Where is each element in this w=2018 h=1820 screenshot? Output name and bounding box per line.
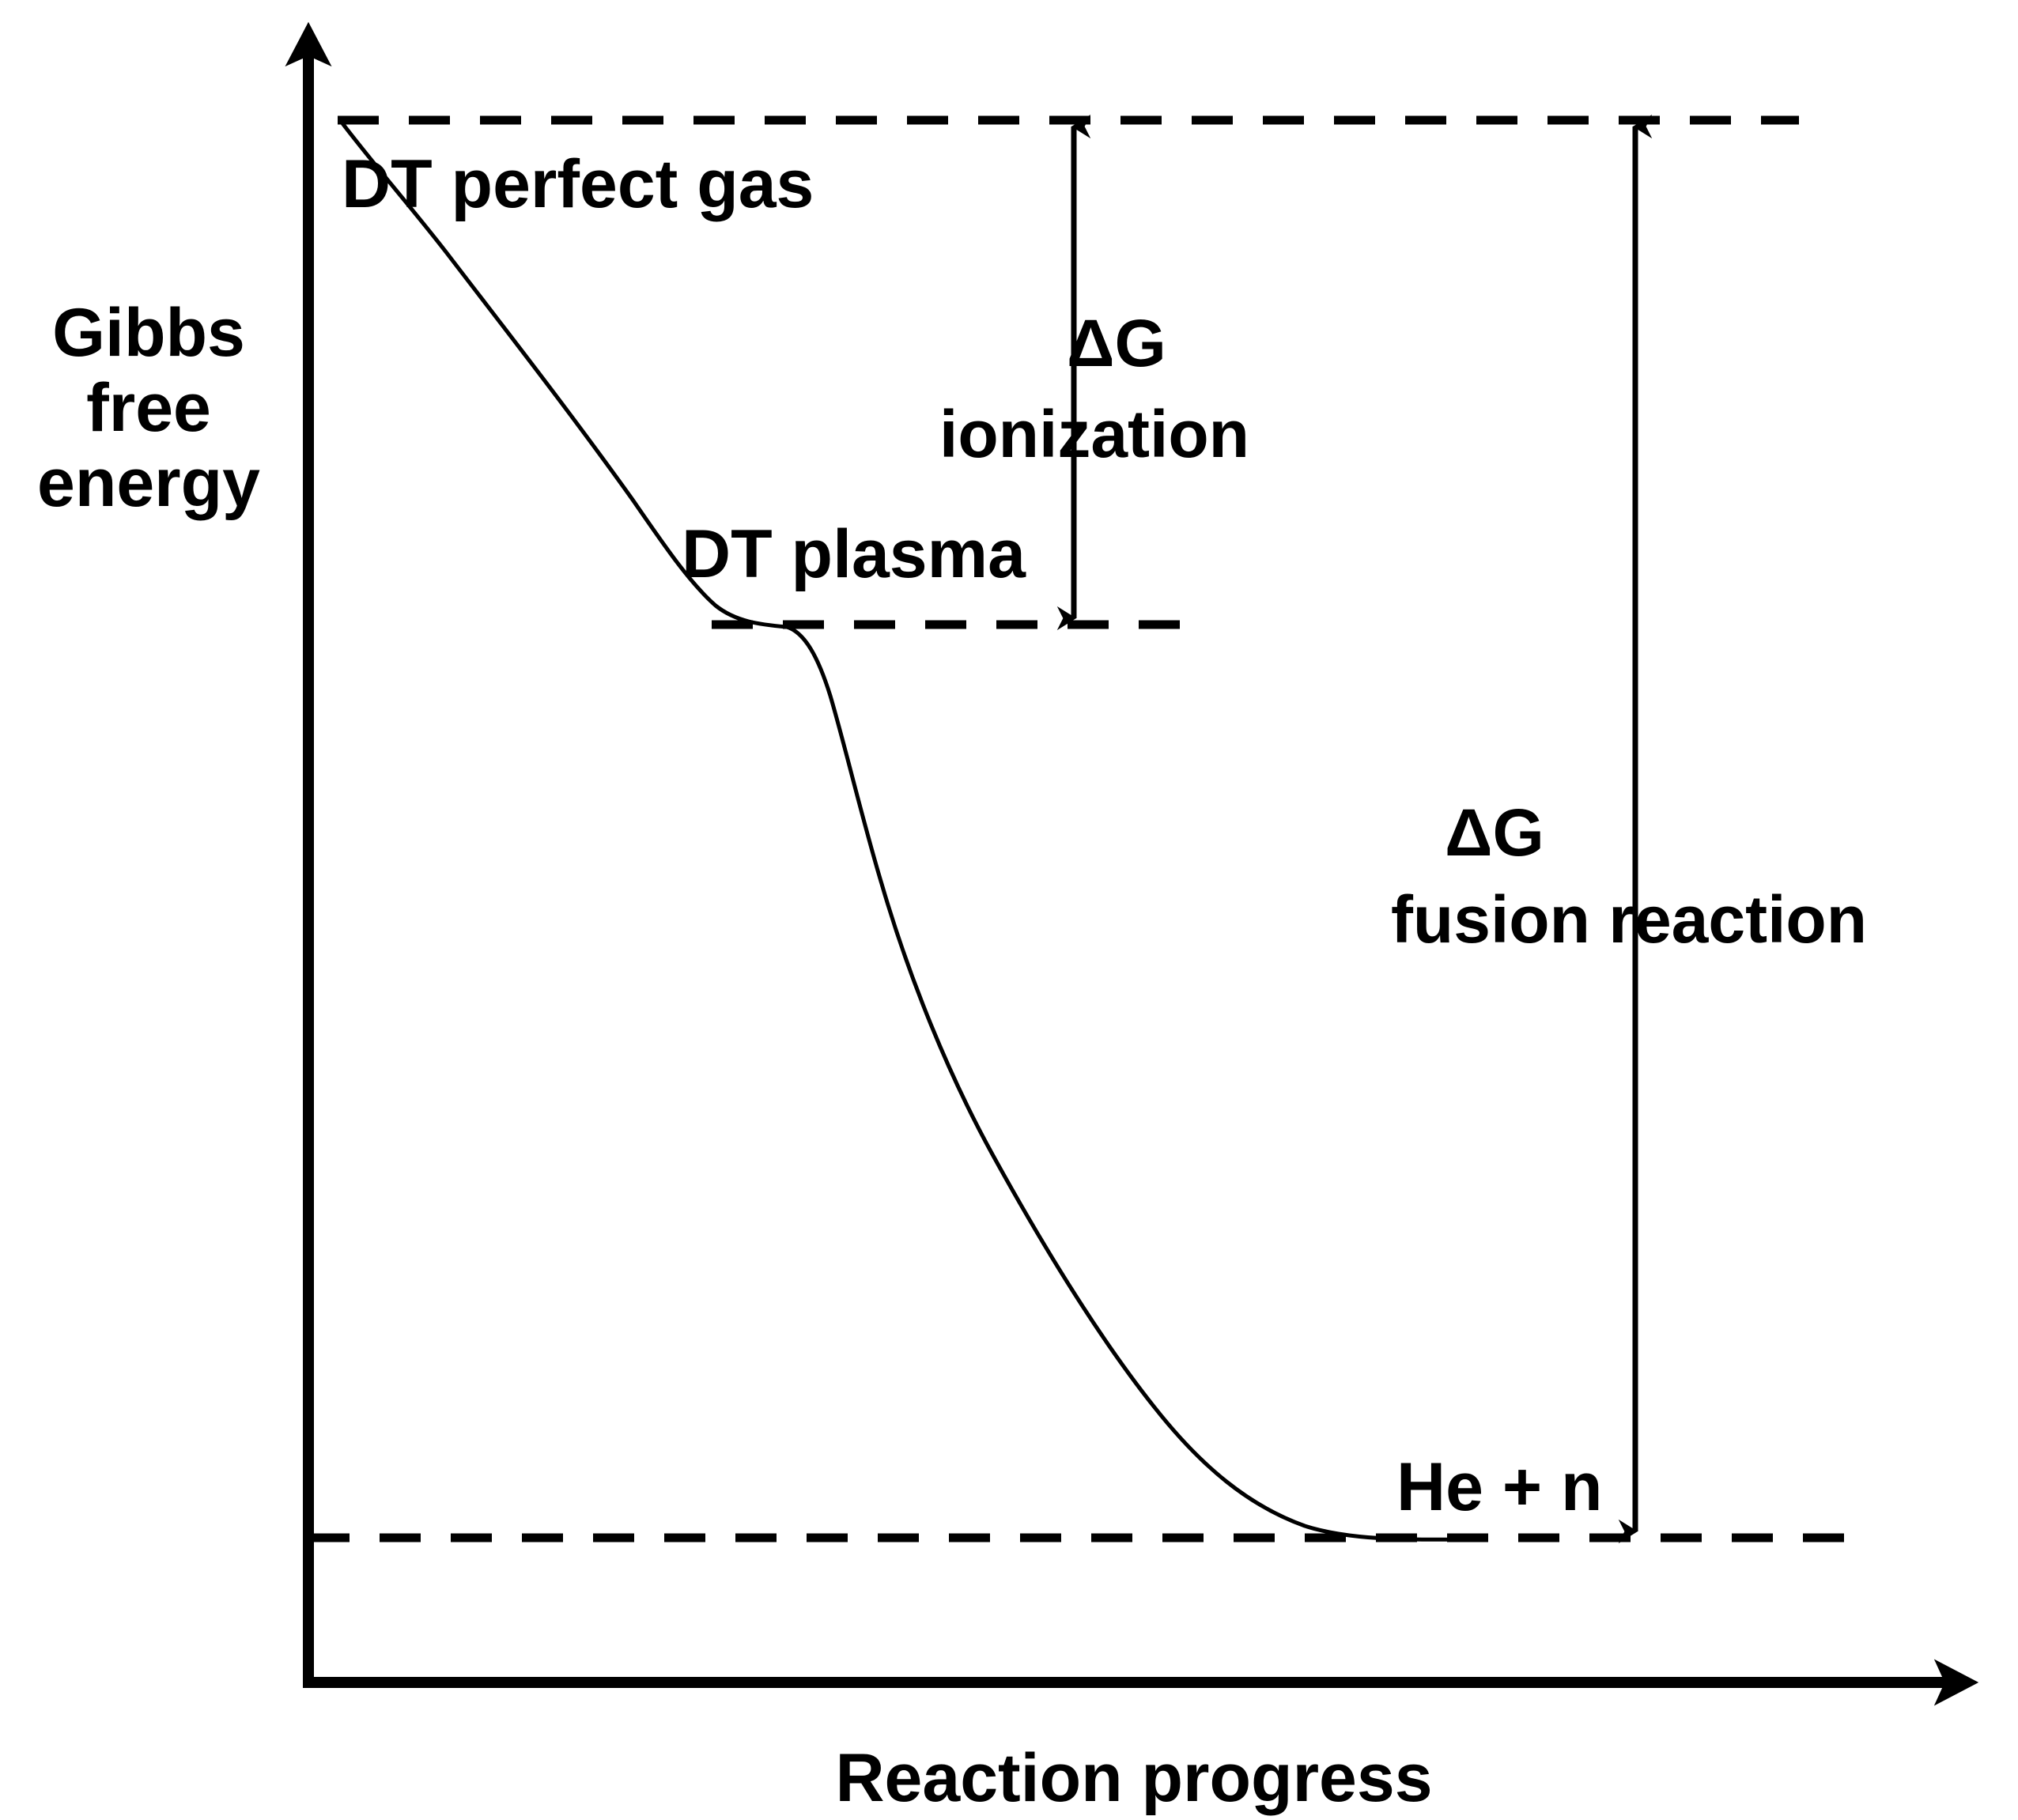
- delta-g-ionization-line-2: ionization: [939, 397, 1249, 471]
- y-axis-label-line-1: Gibbs: [52, 295, 245, 371]
- energy-curve-group: [338, 118, 1475, 1542]
- delta-g-fusion-reaction-line-1: ΔG: [1445, 795, 1544, 870]
- state-label-he-plus-n: He + n: [1396, 1449, 1602, 1525]
- annotation-delta-g-fusion-reaction: ΔG fusion reaction: [1391, 795, 1867, 957]
- state-label-dt-plasma: DT plasma: [682, 516, 1026, 592]
- y-axis-label-line-3: energy: [37, 445, 260, 521]
- axes-group: [285, 21, 1979, 1706]
- state-label-dt-perfect-gas: DT perfect gas: [342, 146, 814, 222]
- y-axis-label-line-2: free: [86, 370, 211, 446]
- measure-arrows-group: [1056, 114, 1653, 1544]
- gibbs-energy-curve: [338, 118, 1475, 1542]
- y-axis-label: Gibbs free energy: [37, 295, 260, 521]
- x-axis-label: Reaction progress: [835, 1740, 1432, 1816]
- delta-g-ionization-line-1: ΔG: [1067, 306, 1166, 380]
- annotation-delta-g-ionization: ΔG ionization: [939, 306, 1249, 471]
- delta-g-fusion-reaction-line-2: fusion reaction: [1391, 882, 1867, 957]
